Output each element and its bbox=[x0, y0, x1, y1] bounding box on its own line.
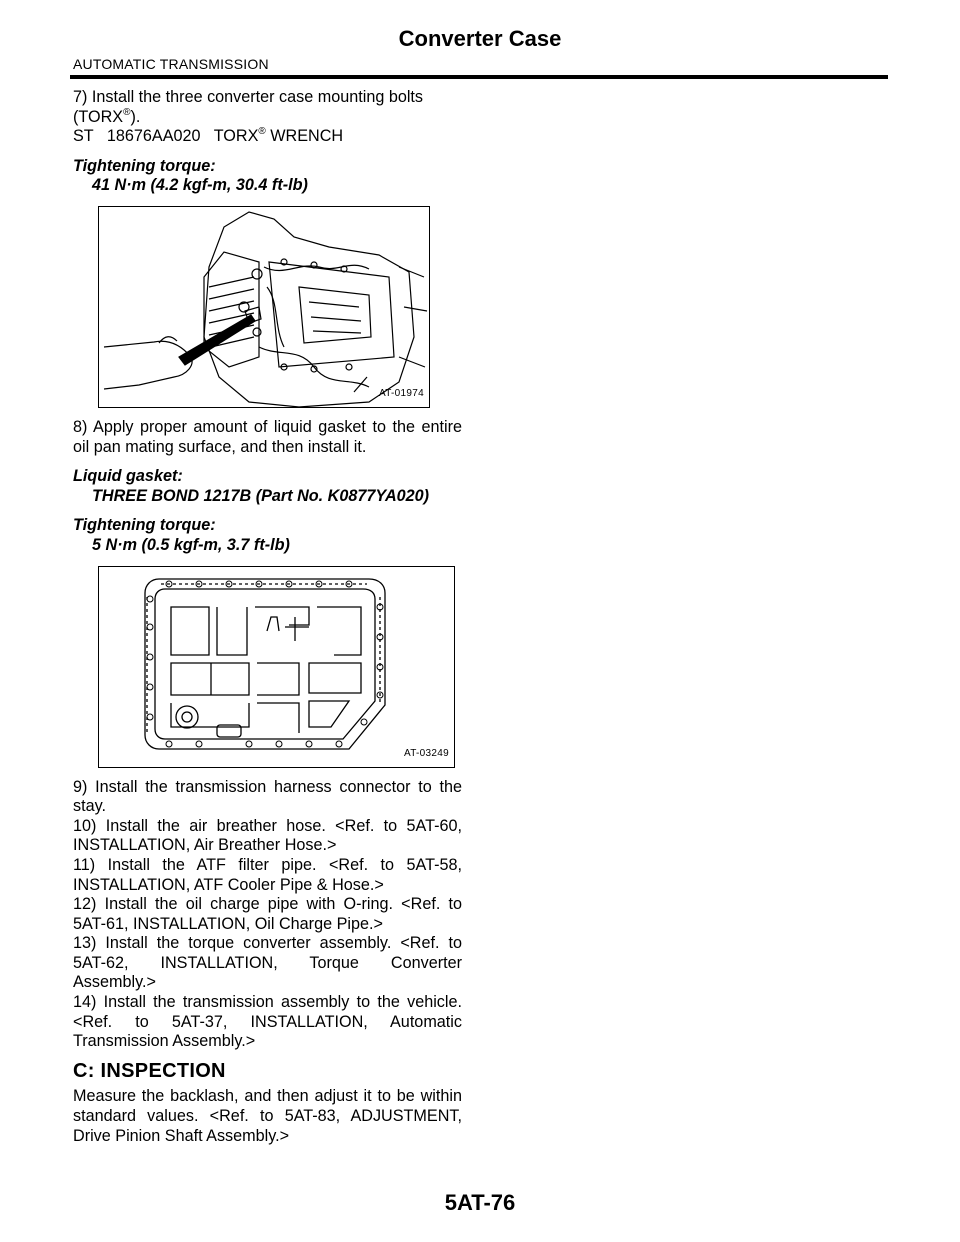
transmission-bolt-illustration bbox=[103, 211, 428, 407]
torque-spec-2: Tightening torque: 5 N·m (0.5 kgf-m, 3.7… bbox=[73, 516, 462, 555]
torque-spec-value: 41 N·m (4.2 kgf-m, 30.4 ft-lb) bbox=[92, 176, 308, 195]
oil-pan-gasket-illustration bbox=[144, 577, 386, 750]
step-14-text: 14) Install the transmission assembly to… bbox=[73, 993, 462, 1051]
step-11-text: 11) Install the ATF filter pipe. <Ref. t… bbox=[73, 855, 462, 894]
section-name: AUTOMATIC TRANSMISSION bbox=[73, 56, 269, 72]
figure-code: AT-01974 bbox=[378, 388, 424, 400]
main-column: 7) Install the three converter case moun… bbox=[73, 88, 462, 1146]
special-tool-line: ST 18676AA020 TORX® WRENCH bbox=[73, 126, 344, 146]
header-divider bbox=[70, 75, 888, 79]
torque-spec-label: Tightening torque: bbox=[73, 516, 216, 535]
liquid-gasket-label: Liquid gasket: bbox=[73, 467, 183, 486]
step-8-text: 8) Apply proper amount of liquid gasket … bbox=[73, 417, 462, 456]
step-13-text: 13) Install the torque converter assembl… bbox=[73, 934, 462, 992]
figure-code: AT-03249 bbox=[403, 747, 449, 759]
inspection-heading: C: INSPECTION bbox=[73, 1059, 226, 1082]
registered-mark: ® bbox=[123, 106, 131, 118]
step-10-text: 10) Install the air breather hose. <Ref.… bbox=[73, 816, 462, 855]
step-7-text-line2: (TORX®). bbox=[73, 106, 141, 126]
step-9-text: 9) Install the transmission harness conn… bbox=[73, 777, 462, 816]
torque-spec-value: 5 N·m (0.5 kgf-m, 3.7 ft-lb) bbox=[92, 535, 290, 554]
step-7-text-line1: 7) Install the three converter case moun… bbox=[73, 88, 424, 106]
figure-oil-pan: AT-03249 bbox=[98, 565, 455, 768]
inspection-text: Measure the backlash, and then adjust it… bbox=[73, 1087, 462, 1145]
torque-spec-1: Tightening torque: 41 N·m (4.2 kgf-m, 30… bbox=[73, 157, 462, 196]
page-title: Converter Case bbox=[398, 26, 562, 51]
page-number: 5AT-76 bbox=[444, 1190, 516, 1215]
torque-spec-label: Tightening torque: bbox=[73, 156, 216, 175]
figure-torx-wrench: AT-01974 bbox=[98, 205, 430, 408]
step-12-text: 12) Install the oil charge pipe with O-r… bbox=[73, 895, 462, 933]
liquid-gasket-spec: Liquid gasket: THREE BOND 1217B (Part No… bbox=[73, 467, 462, 506]
liquid-gasket-value: THREE BOND 1217B (Part No. K0877YA020) bbox=[92, 486, 430, 505]
